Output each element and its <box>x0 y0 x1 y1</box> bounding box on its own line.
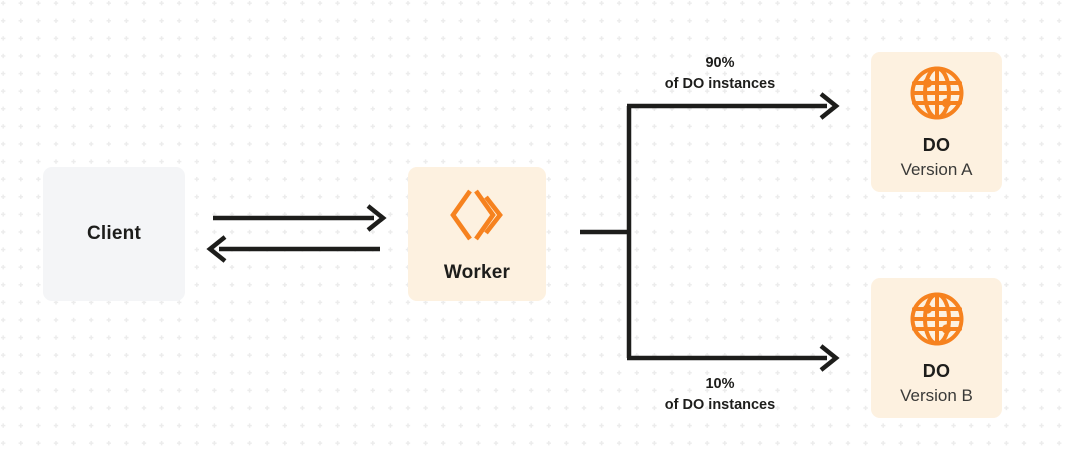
edge-label-do-b-caption: of DO instances <box>664 397 776 414</box>
node-worker-label: Worker <box>443 261 511 283</box>
node-do-a-label: DO <box>922 135 951 156</box>
arrow-worker-to-do-b <box>627 344 840 372</box>
node-client[interactable]: Client <box>43 167 185 301</box>
edge-label-do-b: 10% of DO instances <box>600 374 840 416</box>
globe-icon <box>908 64 966 122</box>
node-do-b-label: DO <box>922 361 951 382</box>
edge-label-do-a-caption: of DO instances <box>664 76 776 93</box>
edge-label-do-a-percent: 90% <box>705 55 735 71</box>
node-worker[interactable]: Worker <box>408 167 546 301</box>
edge-label-do-b-percent: 10% <box>705 376 735 392</box>
node-do-version-b[interactable]: DO Version B <box>871 278 1002 418</box>
node-do-version-a[interactable]: DO Version A <box>871 52 1002 192</box>
arrow-worker-to-client <box>206 235 380 263</box>
cloudflare-workers-icon <box>446 184 508 246</box>
edge-label-do-a: 90% of DO instances <box>600 53 840 95</box>
connector-worker-split <box>580 106 632 358</box>
globe-icon <box>908 290 966 348</box>
arrow-client-to-worker <box>213 204 387 232</box>
node-do-a-version: Version A <box>900 159 973 179</box>
arrow-worker-to-do-a <box>627 92 840 120</box>
node-client-label: Client <box>87 222 141 244</box>
node-do-b-version: Version B <box>900 385 973 405</box>
